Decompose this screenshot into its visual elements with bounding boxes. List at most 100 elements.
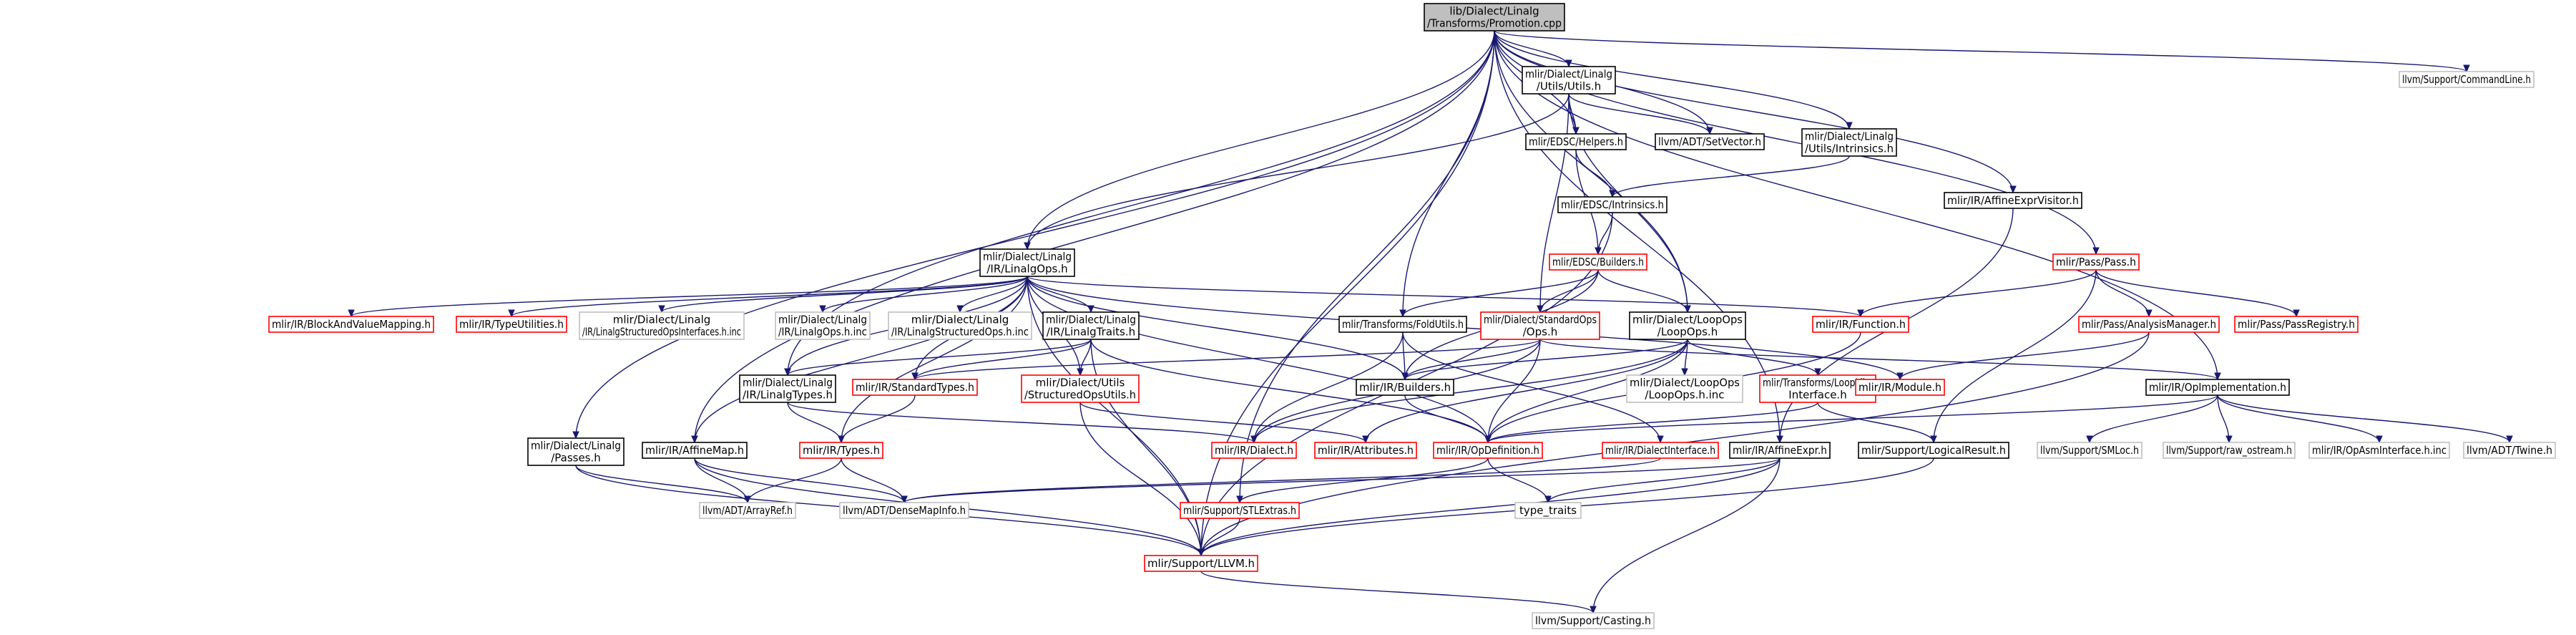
edge-types-to-array_ref [747, 457, 842, 503]
node-loop-ops-inc[interactable]: mlir/Dialect/LoopOps/LoopOps.h.inc [1626, 374, 1743, 403]
node-edsc-builders[interactable]: mlir/EDSC/Builders.h [1549, 253, 1647, 271]
edge-linalg_ops-to-function [1027, 276, 1861, 317]
edge-linalg_ops-to-op_definition [1027, 276, 1489, 443]
node-linalg-intrinsics[interactable]: mlir/Dialect/Linalg/Utils/Intrinsics.h [1801, 128, 1897, 157]
node-box [642, 442, 748, 459]
node-op-definition[interactable]: mlir/IR/OpDefinition.h [1433, 442, 1543, 459]
arrowhead-loop_like-to-logical_result [1930, 435, 1937, 444]
node-affine-expr[interactable]: mlir/IR/AffineExpr.h [1729, 442, 1831, 459]
node-box [579, 311, 745, 340]
node-label: lib/Dialect/Linalg [1449, 5, 1539, 18]
node-helpers[interactable]: mlir/EDSC/Helpers.h [1525, 133, 1627, 150]
node-label: mlir/IR/StandardTypes.h [856, 381, 974, 394]
node-label: llvm/ADT/ArrayRef.h [702, 504, 793, 517]
node-smloc[interactable]: llvm/Support/SMLoc.h [2037, 442, 2142, 459]
node-type-utilities[interactable]: mlir/IR/TypeUtilities.h [456, 316, 567, 333]
node-dialect[interactable]: mlir/IR/Dialect.h [1211, 442, 1297, 459]
edge-standard_types-to-types [841, 394, 916, 443]
node-analysis-manager[interactable]: mlir/Pass/AnalysisManager.h [2078, 316, 2220, 333]
node-label: /IR/LinalgStructuredOps.h.inc [891, 326, 1029, 339]
node-box [527, 437, 625, 466]
node-raw-ostream[interactable]: llvm/Support/raw_ostream.h [2163, 442, 2296, 459]
edge-standard_ops-to-op_definition [1487, 339, 1541, 443]
edge-linalg_ops-to-block_value_mapping [351, 276, 1028, 317]
edge-op_implementation-to-op_definition [1487, 394, 2218, 443]
node-dialect-interface[interactable]: mlir/IR/DialectInterface.h [1602, 442, 1719, 459]
arrowhead-linalg_intrinsics-to-edsc_intrinsics [1609, 190, 1616, 198]
arrowhead-edsc_builders-to-fold_utils [1399, 309, 1406, 318]
node-llvm-h[interactable]: mlir/Support/LLVM.h [1144, 555, 1258, 572]
edge-op_implementation-to-op_asm_iface [2217, 394, 2380, 443]
node-pass-registry[interactable]: mlir/Pass/PassRegistry.h [2234, 316, 2359, 333]
node-box [1532, 612, 1655, 629]
node-block-value-mapping[interactable]: mlir/IR/BlockAndValueMapping.h [268, 316, 434, 333]
node-cmdline[interactable]: llvm/Support/CommandLine.h [2399, 71, 2535, 88]
arrowhead-root-to-linalg_passes [572, 431, 579, 440]
node-box [888, 311, 1032, 340]
node-logical-result[interactable]: mlir/Support/LogicalResult.h [1858, 442, 2009, 459]
node-stl-extras[interactable]: mlir/Support/STLExtras.h [1180, 502, 1300, 519]
node-loop-ops[interactable]: mlir/Dialect/LoopOps/LoopOps.h [1629, 311, 1746, 340]
node-setvector[interactable]: llvm/ADT/SetVector.h [1655, 133, 1765, 150]
node-standard-ops[interactable]: mlir/Dialect/StandardOps/Ops.h [1480, 311, 1600, 340]
node-affine-expr-visitor[interactable]: mlir/IR/AffineExprVisitor.h [1944, 192, 2082, 209]
node-module[interactable]: mlir/IR/Module.h [1855, 379, 1945, 396]
node-linalg-types[interactable]: mlir/Dialect/Linalg/IR/LinalgTypes.h [739, 374, 836, 403]
node-box [268, 316, 434, 333]
edge-root-to-affine_expr_visitor [1494, 30, 2014, 193]
node-box [1812, 316, 1909, 333]
node-box [2163, 442, 2296, 459]
node-edsc-intrinsics[interactable]: mlir/EDSC/Intrinsics.h [1557, 196, 1667, 213]
node-box [2463, 442, 2556, 459]
edge-affine_expr-to-casting [1592, 457, 1781, 614]
node-attributes[interactable]: mlir/IR/Attributes.h [1314, 442, 1417, 459]
node-dense-map-info[interactable]: llvm/ADT/DenseMapInfo.h [839, 502, 969, 519]
node-structured-ops-utils[interactable]: mlir/Dialect/Utils/StructuredOpsUtils.h [1021, 374, 1140, 403]
node-box [2399, 71, 2535, 88]
node-op-implementation[interactable]: mlir/IR/OpImplementation.h [2145, 379, 2290, 396]
node-array-ref[interactable]: llvm/ADT/ArrayRef.h [699, 502, 796, 519]
edge-edsc_builders-to-standard_ops [1539, 269, 1599, 313]
edge-root-to-linalg_intrinsics [1494, 30, 1850, 130]
node-label: mlir/IR/Module.h [1858, 381, 1941, 394]
edge-standard_ops-to-op_implementation [1539, 339, 2218, 380]
edge-pass-to-function [1860, 269, 2097, 317]
node-box [1557, 196, 1667, 213]
node-casting[interactable]: llvm/Support/Casting.h [1532, 612, 1655, 629]
node-types[interactable]: mlir/IR/Types.h [799, 442, 883, 459]
node-linalg-ops-inc[interactable]: mlir/Dialect/Linalg/IR/LinalgOps.h.inc [775, 311, 871, 340]
node-box [2308, 442, 2450, 459]
arrowhead-affine_expr-to-dense_map_info [901, 495, 908, 504]
node-twine[interactable]: llvm/ADT/Twine.h [2463, 442, 2556, 459]
node-affine-map[interactable]: mlir/IR/AffineMap.h [642, 442, 748, 459]
edge-fold_utils-to-dialect_interface [1402, 331, 1661, 443]
node-utils[interactable]: mlir/Dialect/Linalg/Utils/Utils.h [1522, 66, 1616, 94]
arrowhead-standard_ops-to-op_implementation [2214, 372, 2221, 381]
node-structured-ifaces[interactable]: mlir/Dialect/Linalg/IR/LinalgStructuredO… [579, 311, 745, 340]
node-label: /IR/LinalgOps.h [986, 263, 1067, 276]
edge-edsc_builders-to-loop_ops [1597, 269, 1688, 313]
node-linalg-passes[interactable]: mlir/Dialect/Linalg/Passes.h [527, 437, 625, 466]
node-type-traits[interactable]: type_traits [1514, 502, 1582, 519]
node-standard-types[interactable]: mlir/IR/StandardTypes.h [852, 379, 978, 396]
node-label: /Utils/Utils.h [1537, 80, 1601, 93]
node-pass[interactable]: mlir/Pass/Pass.h [2052, 253, 2140, 271]
node-builders[interactable]: mlir/IR/Builders.h [1356, 379, 1454, 396]
node-root[interactable]: lib/Dialect/Linalg/Transforms/Promotion.… [1424, 3, 1565, 31]
node-fold-utils[interactable]: mlir/Transforms/FoldUtils.h [1338, 316, 1467, 333]
arrowhead-root-to-utils [1565, 59, 1572, 68]
node-op-asm-iface[interactable]: mlir/IR/OpAsmInterface.h.inc [2308, 442, 2450, 459]
arrowhead-analysis_manager-to-module [1896, 372, 1904, 381]
edge-linalg_traits-to-llvm_h [1090, 339, 1202, 556]
node-label: mlir/IR/OpImplementation.h [2149, 381, 2286, 394]
node-structured-ops-inc[interactable]: mlir/Dialect/Linalg/IR/LinalgStructuredO… [888, 311, 1032, 340]
arrowhead-linalg_ops-to-linalg_ops_inc [819, 305, 826, 314]
node-function[interactable]: mlir/IR/Function.h [1812, 316, 1909, 333]
node-linalg-traits[interactable]: mlir/Dialect/Linalg/IR/LinalgTraits.h [1042, 311, 1140, 340]
arrowhead-loop_ops-to-loop_ops_inc [1681, 368, 1688, 377]
node-box [852, 379, 978, 396]
node-label: /IR/LinalgTypes.h [743, 389, 833, 402]
node-linalg-ops[interactable]: mlir/Dialect/Linalg/IR/LinalgOps.h [979, 248, 1075, 277]
node-label: mlir/EDSC/Builders.h [1552, 256, 1644, 268]
node-label: mlir/Dialect/LoopOps [1630, 377, 1740, 389]
